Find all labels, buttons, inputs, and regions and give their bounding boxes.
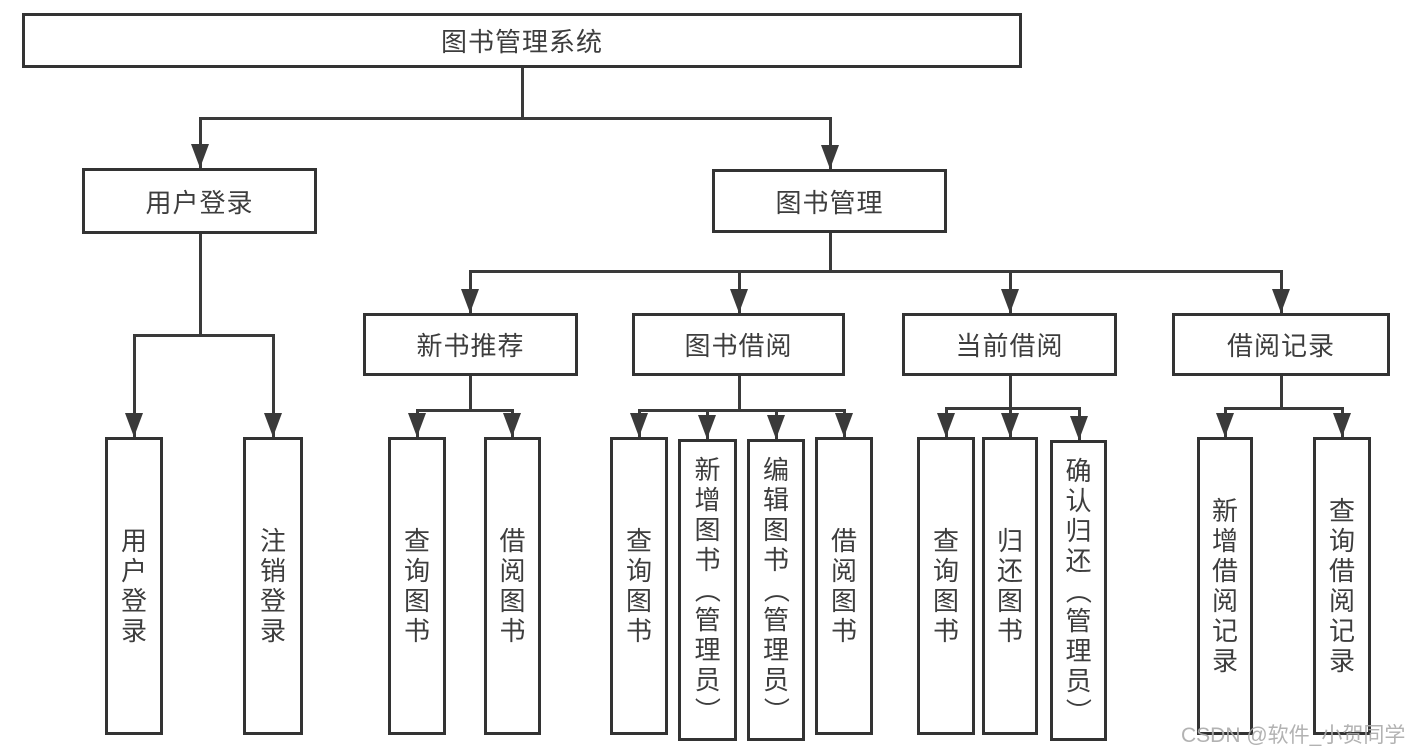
diagram-node-logout-leaf: 注销登录 [243,437,303,735]
connector-segment [132,335,136,437]
node-label: 新增借阅记录 [1211,496,1238,676]
node-label: 用户登录 [145,187,254,218]
diagram-node-new-book-recommend: 新书推荐 [363,313,578,376]
connector-segment [1279,376,1283,408]
node-label: 查询图书 [403,526,430,646]
diagram-node-borrowing-borrow-books: 借阅图书 [815,437,873,735]
connector-segment [198,116,832,120]
node-label: 用户登录 [120,526,147,646]
diagram-node-current-confirm-return-admin: 确认归还（管理员） [1050,440,1107,741]
csdn-watermark: CSDN @软件_小贺同学 [1181,724,1405,747]
arrowhead-down-icon [1333,413,1351,437]
diagram-node-current-query-books: 查询图书 [917,437,975,735]
connector-segment [637,408,846,412]
connector-segment [468,376,472,410]
node-label: 归还图书 [996,526,1023,646]
diagram-node-borrowing-records: 借阅记录 [1172,313,1390,376]
connector-segment [415,408,514,412]
connector-segment [828,118,832,169]
node-label: 借阅图书 [830,526,857,646]
arrowhead-down-icon [461,289,479,313]
connector-segment [1223,406,1344,410]
node-label: 查询图书 [932,526,959,646]
arrowhead-down-icon [767,415,785,439]
connector-segment [828,233,832,271]
diagram-node-recommend-query-books: 查询图书 [388,437,446,735]
connector-segment [1008,376,1012,408]
arrowhead-down-icon [1070,416,1088,440]
arrowhead-down-icon [1001,413,1019,437]
diagram-node-user-login-leaf: 用户登录 [105,437,163,735]
arrowhead-down-icon [630,413,648,437]
node-label: 图书借阅 [684,331,793,361]
diagram-node-book-management-branch: 图书管理 [712,169,947,233]
diagram-node-book-borrowing: 图书借阅 [632,313,845,376]
arrowhead-down-icon [408,413,426,437]
connector-segment [271,335,275,437]
arrowhead-down-icon [730,289,748,313]
node-label: 查询图书 [625,526,652,646]
arrowhead-down-icon [937,413,955,437]
diagram-node-borrowing-add-books-admin: 新增图书（管理员） [678,439,737,741]
diagram-node-current-borrowing: 当前借阅 [902,313,1117,376]
arrowhead-down-icon [125,413,143,437]
arrowhead-down-icon [821,145,839,169]
connector-segment [198,118,202,168]
diagram-node-user-login-branch: 用户登录 [82,168,317,234]
node-label: 编辑图书（管理员） [760,455,791,724]
diagram-node-current-return-books: 归还图书 [982,437,1038,735]
node-label: 借阅记录 [1226,331,1335,361]
diagram-node-records-add-record: 新增借阅记录 [1197,437,1253,735]
node-label: 图书管理系统 [440,27,603,57]
arrowhead-down-icon [264,413,282,437]
node-label: 图书管理 [775,187,884,218]
connector-segment [520,68,524,118]
connector-segment [198,234,202,335]
connector-segment [132,333,275,337]
diagram-node-records-query-record: 查询借阅记录 [1313,437,1371,735]
arrowhead-down-icon [698,415,716,439]
arrowhead-down-icon [503,413,521,437]
arrowhead-down-icon [1216,413,1234,437]
arrowhead-down-icon [1272,289,1290,313]
diagram-node-borrowing-query-books: 查询图书 [610,437,668,735]
arrowhead-down-icon [835,413,853,437]
node-label: 注销登录 [259,526,286,646]
connector-segment [737,376,741,410]
connector-segment [944,406,1081,410]
connector-segment [468,269,1283,273]
diagram-node-recommend-borrow-books: 借阅图书 [484,437,541,735]
node-label: 确认归还（管理员） [1063,455,1094,724]
arrowhead-down-icon [191,144,209,168]
arrowhead-down-icon [1001,289,1019,313]
node-label: 当前借阅 [955,331,1064,361]
node-label: 借阅图书 [499,526,526,646]
node-label: 查询借阅记录 [1328,496,1355,676]
diagram-node-system-root: 图书管理系统 [22,13,1022,68]
diagram-node-borrowing-edit-books-admin: 编辑图书（管理员） [747,439,805,741]
node-label: 新增图书（管理员） [692,455,723,724]
node-label: 新书推荐 [416,331,525,361]
